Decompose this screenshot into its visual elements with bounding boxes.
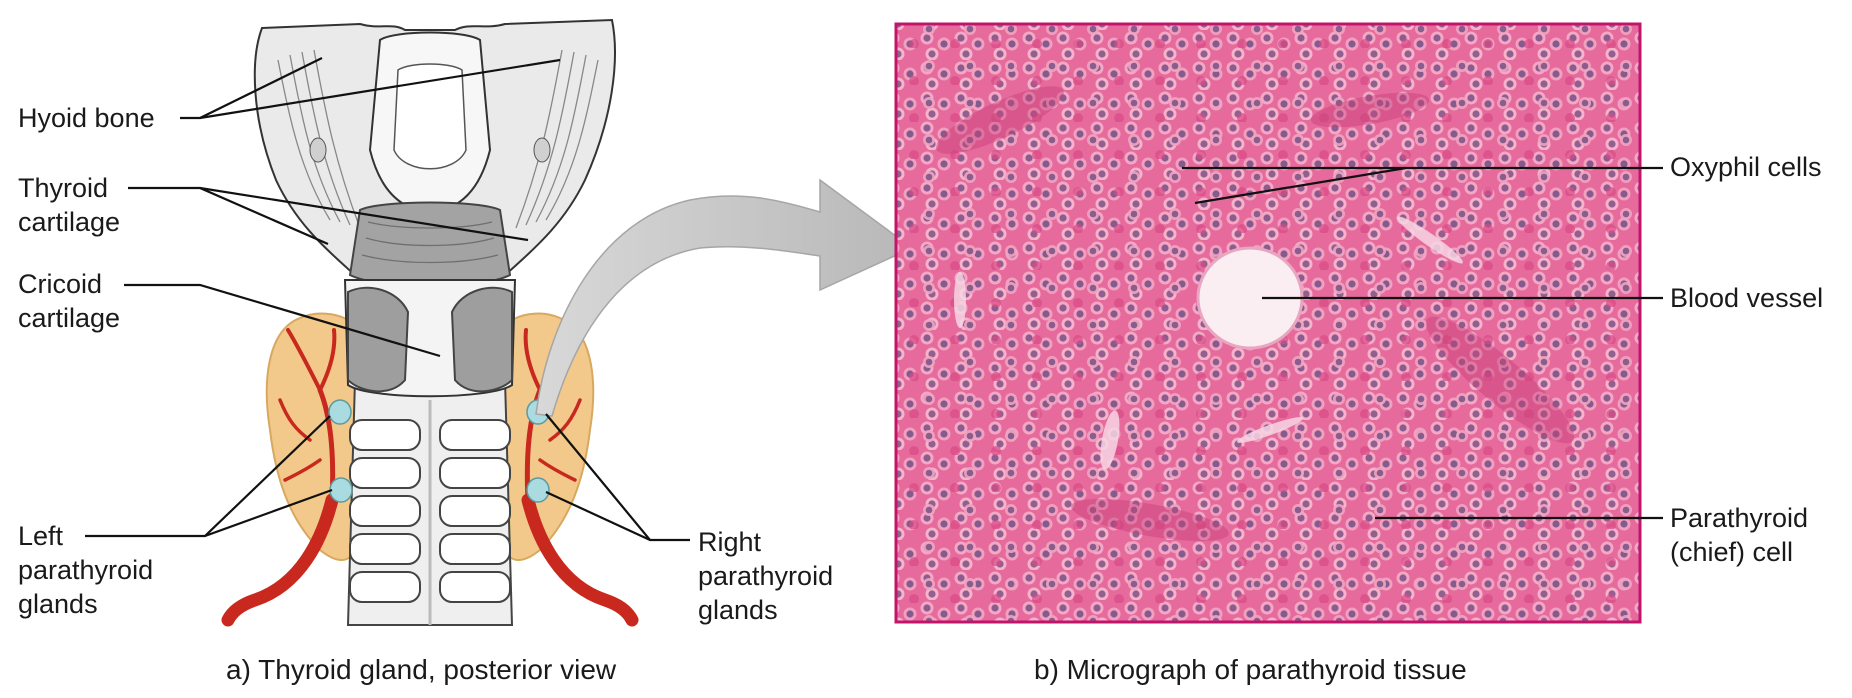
label-oxyphil-cells: Oxyphil cells [1670,152,1822,182]
zoom-arrow [535,178,914,417]
leader-lines [85,57,1663,542]
label-blood-vessel: Blood vessel [1670,283,1824,313]
thyroid-gland-illustration [221,18,639,627]
label-hyoid-bone: Hyoid bone [18,103,155,133]
label-left-parathyroid-line1: Left [18,521,64,551]
left-superior-parathyroid [328,399,352,425]
label-cricoid-cartilage-line1: Cricoid [18,269,103,299]
caption-panel-a: a) Thyroid gland, posterior view [226,654,617,685]
label-right-parathyroid-line2: parathyroid [698,561,834,591]
label-thyroid-cartilage-line2: cartilage [18,207,121,237]
micrograph [894,22,1642,624]
label-parathyroid-cell-line2: (chief) cell [1670,537,1794,567]
label-parathyroid-cell-line1: Parathyroid [1670,503,1809,533]
caption-panel-b: b) Micrograph of parathyroid tissue [1034,654,1467,685]
right-inferior-parathyroid [526,477,550,503]
label-cricoid-cartilage-line2: cartilage [18,303,121,333]
label-right-parathyroid-line3: glands [698,595,778,625]
left-inferior-parathyroid [329,477,353,503]
label-left-parathyroid-line3: glands [18,589,98,619]
label-right-parathyroid-line1: Right [698,527,762,557]
label-thyroid-cartilage-line1: Thyroid [18,173,109,203]
label-left-parathyroid-line2: parathyroid [18,555,154,585]
